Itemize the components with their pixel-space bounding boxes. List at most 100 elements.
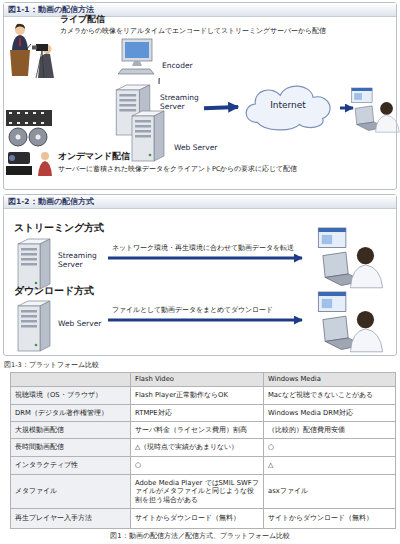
speaker-body (12, 35, 28, 50)
drive-slot (21, 325, 37, 328)
node-label: Encoder (162, 62, 202, 71)
server-node: Web Server (14, 300, 106, 352)
film-reel (9, 128, 27, 146)
encoder-icon (118, 38, 158, 76)
figure-panel: 図1-2：動画の配信方式Streaming ServerWeb Server (3, 194, 397, 356)
internet-cloud: Internet (238, 78, 338, 132)
table-cell-text: （比較的）配信費用安価 (268, 426, 345, 434)
connector-line (204, 107, 238, 108)
server-node: Web Server (128, 110, 228, 162)
table-cell-text: 大規模動画配信 (15, 426, 64, 434)
table-cell-text: DRM（デジタル著作権管理） (15, 409, 108, 417)
section-heading: ストリーミング方式 (14, 222, 164, 235)
table-cell: ○ (263, 438, 396, 457)
table-cell-text: Windows Media (268, 375, 321, 383)
node-label: Internet (238, 100, 338, 110)
table-title: 図1-3：プラットフォーム比較 (4, 361, 204, 369)
description-note: ファイルとして動画データをまとめてダウンロード (112, 306, 312, 314)
drive-slot (21, 320, 37, 323)
camera-lens (32, 46, 37, 50)
drive-slot (135, 130, 151, 133)
table-cell: サイトからダウンロード（無料） (263, 508, 396, 529)
camcorder-lens (9, 155, 15, 161)
tripod (36, 51, 44, 78)
person-head (41, 152, 49, 160)
server-icon (14, 300, 54, 352)
monitor-stand (132, 61, 142, 66)
table-cell-text: RTMPE対応 (135, 409, 172, 417)
drive-slot (21, 263, 37, 266)
description-note: カメラからの映像をリアルタイムでエンコードしてストリーミングサーバーから配信 (60, 27, 390, 35)
video-camera (36, 44, 48, 51)
table-header-cell (10, 372, 131, 387)
server-front (18, 244, 40, 289)
server-front (132, 116, 154, 161)
table-cell-text: Windows Media DRM対応 (268, 409, 353, 417)
table-cell: asxファイル (263, 474, 396, 509)
server-node: Streaming Server (14, 238, 106, 290)
power-lamp (35, 282, 38, 285)
monitor-screen (125, 42, 149, 58)
table-cell-text: インタラクティブ性 (15, 461, 78, 469)
table-cell: サーバ料金（ライセンス費用）割高 (130, 421, 264, 439)
server-side (40, 239, 50, 289)
table-cell: Windows Media DRM対応 (263, 404, 396, 422)
node-label: Streaming Server (58, 252, 104, 269)
speaker-tie (19, 37, 21, 47)
table-cell: Adobe Media Player ではSMIL SWFファイルがメタファイル… (130, 474, 264, 509)
connector-line (158, 78, 159, 84)
drive-slot (21, 258, 37, 261)
table-row-header: 長時間動画配信 (10, 438, 131, 457)
server-front (18, 306, 40, 351)
figure-caption: 図1：動画の配信方法／配信方式、プラットフォーム比較 (0, 531, 400, 541)
reel-hub (36, 135, 41, 140)
power-lamp (149, 154, 152, 157)
film-strip (6, 110, 52, 126)
drive-slot (135, 120, 151, 123)
keyboard (118, 69, 154, 74)
download-arrow (108, 319, 302, 322)
table-cell: （比較的）配信費用安価 (263, 421, 396, 439)
section-heading: ダウンロード方式 (14, 285, 164, 298)
table-cell-text: ○ (268, 443, 274, 451)
video-tape (6, 166, 32, 175)
camcorder (8, 152, 30, 164)
table-row-header: メタファイル (10, 474, 131, 509)
microphone (26, 44, 31, 50)
table-cell: ○ (130, 456, 264, 475)
viewer-user (318, 292, 382, 352)
drive-slot (21, 315, 37, 318)
table-cell: RTMPE対応 (130, 404, 264, 422)
drive-slot (119, 109, 136, 112)
drive-slot (135, 125, 151, 128)
reel-hub (16, 135, 21, 140)
drive-slot (135, 135, 151, 138)
table-cell-text: 視聴環境（OS・ブラウザ） (15, 391, 102, 399)
viewer-user (318, 228, 382, 288)
description-note: ネットワーク環境・再生環境に合わせて動画データを転送 (112, 244, 312, 252)
table-row-header: 視聴環境（OS・ブラウザ） (10, 386, 131, 405)
table-cell: Macなど視聴できないことがある (263, 386, 396, 405)
table-cell-text: サイトからダウンロード（無料） (268, 514, 373, 522)
person-body (38, 161, 52, 176)
node-label: Streaming Server (160, 94, 202, 111)
table-cell-text: △（現時点で実績があまりない） (135, 443, 238, 451)
table-cell-text: Flash Video (135, 375, 174, 383)
power-lamp (35, 344, 38, 347)
section-heading: オンデマンド配信 (58, 151, 178, 162)
table-cell-text: Adobe Media Player ではSMIL SWFファイルがメタファイル… (135, 479, 259, 503)
film-holes (9, 112, 44, 124)
encoder-pc: Encoder (118, 38, 202, 78)
speaker-hair (15, 24, 25, 29)
drive-slot (21, 248, 37, 251)
table-cell-text: サーバ料金（ライセンス費用）割高 (135, 426, 247, 434)
drive-slot (119, 99, 136, 102)
table-cell-text: メタファイル (15, 487, 57, 495)
table-cell-text: 再生プレイヤー入手方法 (15, 514, 92, 522)
stream-arrow (108, 257, 302, 260)
table-row-header: 再生プレイヤー入手方法 (10, 508, 131, 529)
server-icon (14, 238, 54, 290)
drive-slot (119, 94, 136, 97)
table-cell: △（現時点で実績があまりない） (130, 438, 264, 457)
description-note: サーバーに蓄積された映像データをクライアントPCからの要求に応じて配信 (58, 165, 388, 173)
